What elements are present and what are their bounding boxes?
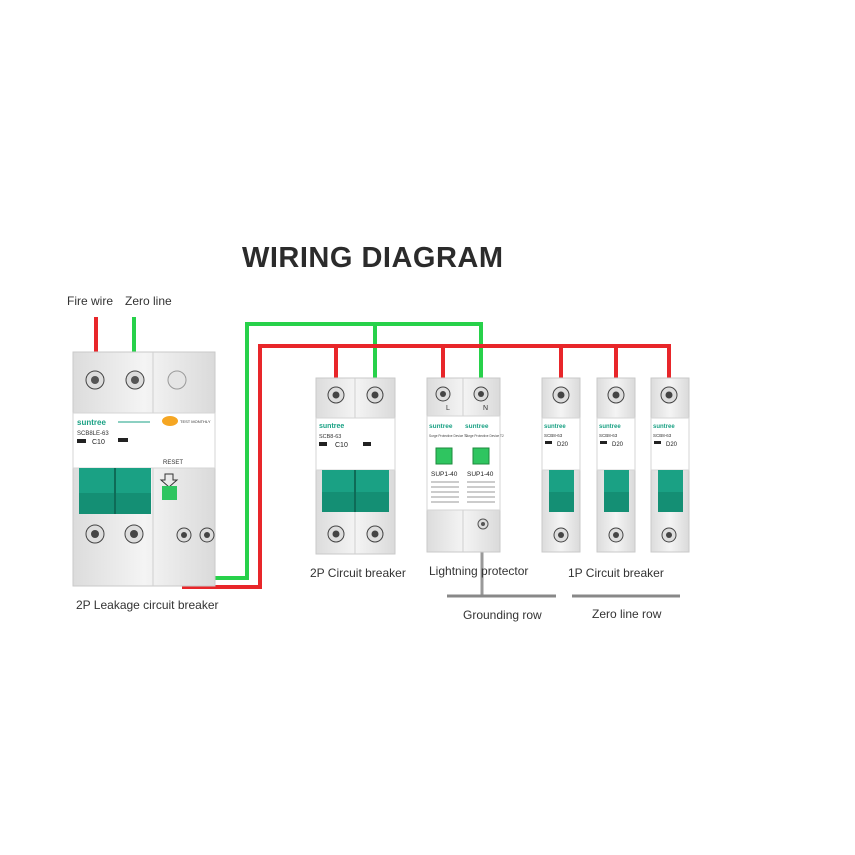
reset-arrow-icon bbox=[159, 473, 179, 488]
reset-label: RESET bbox=[163, 460, 183, 466]
test-button[interactable] bbox=[162, 416, 178, 426]
protector-subtitle-2: Surge Protective Device T2 bbox=[465, 434, 504, 438]
breaker-2p-model: SCB8-63 bbox=[319, 434, 341, 440]
spec-lines bbox=[431, 481, 495, 503]
terminal-n-label: N bbox=[483, 405, 488, 412]
breaker-1p-brand: suntree bbox=[544, 424, 566, 430]
breaker-2p-rating: C10 bbox=[335, 442, 348, 449]
protector-model-2: SUP1-40 bbox=[467, 471, 494, 478]
breaker-1p-model: SCB8-63 bbox=[599, 433, 618, 438]
grounding-row-label: Grounding row bbox=[463, 608, 542, 622]
leakage-model: SCB8LE-63 bbox=[77, 431, 109, 437]
breaker-1p: suntree SCB8-63 D20 bbox=[650, 377, 690, 553]
breaker-2p-brand: suntree bbox=[319, 423, 344, 430]
protector-brand: suntree bbox=[429, 423, 453, 430]
protector-caption: Lightning protector bbox=[429, 564, 529, 578]
protector-model: SUP1-40 bbox=[431, 471, 458, 478]
breaker-1p-model: SCB8-63 bbox=[544, 433, 563, 438]
breaker-1p-rating: D20 bbox=[666, 442, 678, 448]
breakers-1p-caption: 1P Circuit breaker bbox=[568, 566, 664, 580]
page-title: WIRING DIAGRAM bbox=[242, 242, 504, 274]
breaker-1p-brand: suntree bbox=[599, 424, 621, 430]
terminal-hole-icon bbox=[167, 370, 187, 390]
leakage-rating: C10 bbox=[92, 439, 105, 446]
breaker-1p: suntree SCB8-63 D20 bbox=[541, 377, 581, 553]
test-label: TEST MONTHLY bbox=[180, 419, 211, 424]
protector-brand-2: suntree bbox=[465, 423, 489, 430]
leakage-breaker: suntree SCB8LE-63 C10 TEST MONTHLY RESET bbox=[72, 351, 216, 587]
protector-subtitle: Surge Protective Device T2 bbox=[429, 434, 468, 438]
terminal-l-label: L bbox=[446, 405, 450, 412]
reset-indicator bbox=[162, 486, 177, 500]
breaker-1p: suntree SCB8-63 D20 bbox=[596, 377, 636, 553]
breaker-2p-caption: 2P Circuit breaker bbox=[310, 566, 406, 580]
breaker-1p-brand: suntree bbox=[653, 424, 675, 430]
breaker-1p-model: SCB8-63 bbox=[653, 433, 672, 438]
status-window bbox=[435, 447, 453, 465]
leakage-breaker-caption: 2P Leakage circuit breaker bbox=[76, 598, 219, 612]
leakage-brand: suntree bbox=[77, 418, 106, 427]
lightning-protector: L N suntree suntree Surge Protective Dev… bbox=[426, 377, 504, 553]
breaker-1p-rating: D20 bbox=[557, 442, 569, 448]
zero-line-row-label: Zero line row bbox=[592, 607, 662, 621]
fire-wire-label: Fire wire bbox=[67, 294, 114, 308]
breakers-1p: suntree SCB8-63 D20 suntree SCB8-63 D20 bbox=[541, 377, 690, 553]
breaker-2p: suntree SCB8-63 C10 bbox=[315, 377, 396, 555]
zero-line-label: Zero line bbox=[125, 294, 172, 308]
status-window bbox=[472, 447, 490, 465]
breaker-1p-rating: D20 bbox=[612, 442, 624, 448]
